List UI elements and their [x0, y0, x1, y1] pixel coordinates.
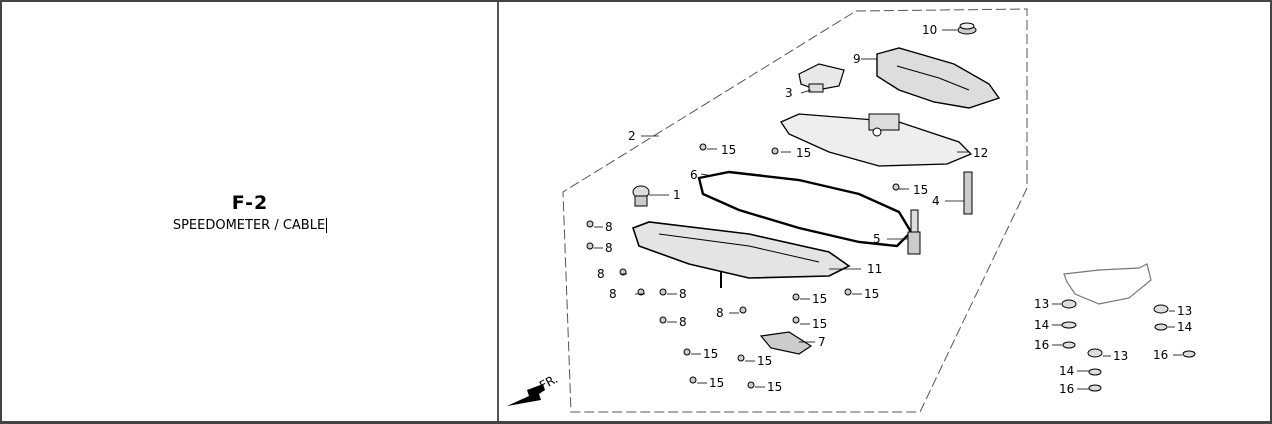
part-label: 8 — [597, 267, 605, 281]
part-label: 8 — [605, 241, 613, 255]
part-label: 15 — [796, 146, 811, 160]
section-name: SPEEDOMETER / CABLE — [172, 218, 328, 233]
meter-cover-part — [876, 47, 1001, 109]
bulb-part — [632, 185, 650, 207]
part-label: 1 — [673, 188, 681, 202]
part-label: 15 — [757, 354, 772, 368]
part-labels: 10 9 3 2 15 15 12 6 1 15 4 8 8 5 11 8 8 … — [597, 23, 1192, 396]
part-label: 5 — [873, 232, 881, 246]
part-label: 4 — [932, 194, 940, 208]
part-label: 9 — [853, 52, 861, 66]
part-label: 13 — [1034, 297, 1049, 311]
connector-part — [798, 63, 845, 93]
part-label: 7 — [818, 335, 826, 349]
part-label: 2 — [628, 129, 636, 143]
circuit-board-part — [780, 113, 973, 167]
front-direction-arrow: FR. — [507, 372, 560, 406]
part-label: 6 — [690, 168, 698, 182]
parts-diagram: FR. — [507, 8, 1196, 413]
part-label: 8 — [716, 306, 724, 320]
leader-lines — [594, 29, 1182, 390]
part-label: 13 — [1113, 349, 1128, 363]
part-label: 16 — [1153, 348, 1168, 362]
assembly-outline — [562, 8, 1028, 413]
part-label: 16 — [1059, 382, 1074, 396]
part-label: 15 — [709, 376, 724, 390]
part-label: 8 — [609, 287, 617, 301]
part-label: 12 — [973, 146, 988, 160]
part-label: 10 — [922, 23, 937, 37]
part-label: 11 — [867, 262, 882, 276]
part-label: 8 — [679, 287, 687, 301]
part-label: 8 — [679, 315, 687, 329]
bracket-part — [1063, 263, 1152, 305]
part-label: 15 — [767, 380, 782, 394]
part-label: 15 — [812, 317, 827, 331]
part-label: 14 — [1034, 318, 1049, 332]
part-label: 3 — [785, 86, 793, 100]
part-label: 8 — [605, 220, 613, 234]
part-label: 15 — [721, 143, 736, 157]
column-divider — [497, 2, 499, 421]
rod-part-4 — [963, 171, 973, 215]
part-label: 15 — [703, 347, 718, 361]
part-label: 13 — [1177, 304, 1192, 318]
meter-case-part — [631, 221, 851, 288]
screw-icons — [586, 143, 900, 389]
cap-part — [957, 22, 977, 35]
part-label: 15 — [864, 287, 879, 301]
section-code: F-2 — [231, 192, 269, 214]
part-label: 14 — [1177, 320, 1192, 334]
part-label: 14 — [1059, 364, 1074, 378]
lens-part — [759, 331, 813, 355]
hardware-icons — [1061, 299, 1196, 392]
part-label: 16 — [1034, 338, 1049, 352]
section-title-block: F-2 SPEEDOMETER / CABLE — [120, 192, 380, 233]
rod-part-5 — [907, 209, 921, 255]
part-label: 15 — [913, 183, 928, 197]
part-label: 15 — [812, 292, 827, 306]
